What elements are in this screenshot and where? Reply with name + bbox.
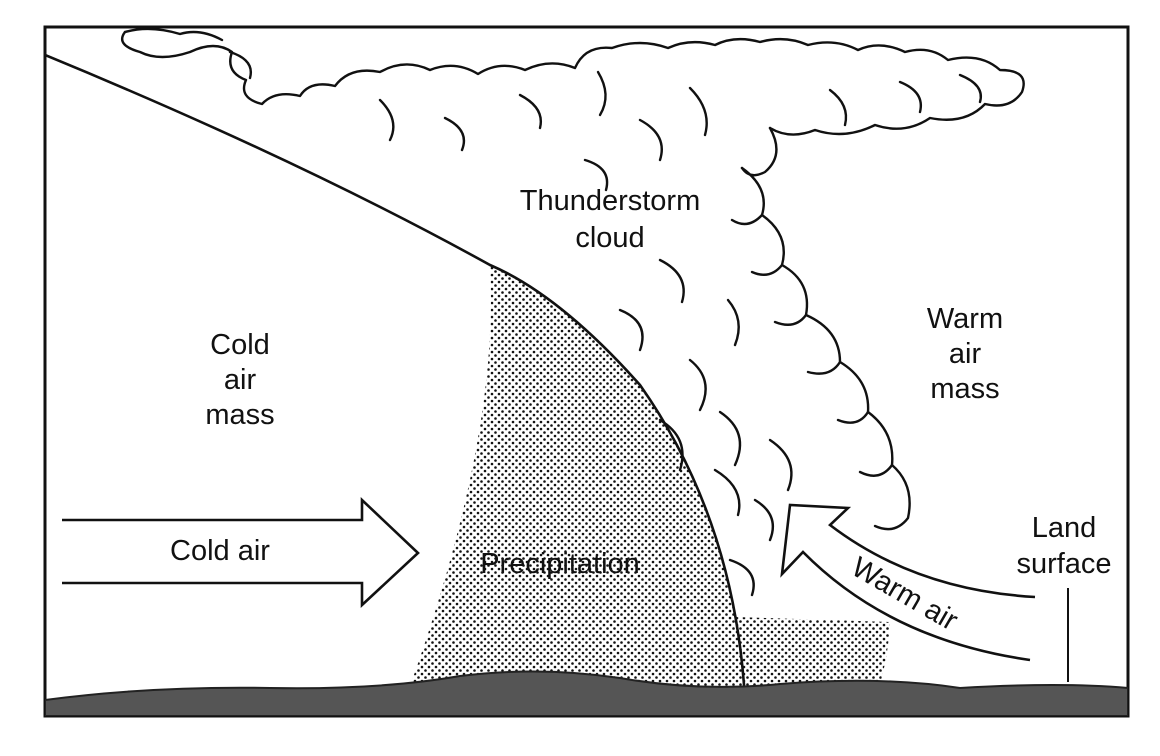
thunderstorm-cloud-label-2: cloud — [575, 222, 644, 254]
land-surface-label-2: surface — [1016, 548, 1111, 580]
warm-air-mass-label-3: mass — [930, 373, 999, 405]
cold-front-boundary — [45, 53, 747, 701]
cold-air-label: Cold air — [170, 535, 270, 567]
thunderstorm-cloud-label: Thunderstorm — [520, 185, 701, 217]
land-surface — [45, 670, 1128, 716]
warm-air-arrow — [780, 503, 1036, 662]
cold-air-mass-label-2: air — [224, 364, 257, 396]
cold-air-mass-label-3: mass — [205, 399, 274, 431]
precipitation-shading — [405, 265, 745, 700]
precipitation-label: Precipitation — [480, 548, 640, 580]
cold-air-mass-label: Cold — [210, 329, 270, 361]
warm-air-mass-label-2: air — [949, 338, 982, 370]
precipitation-shading-right — [735, 617, 890, 700]
land-surface-label: Land — [1032, 512, 1097, 544]
warm-air-mass-label: Warm — [927, 303, 1003, 335]
cold-air-arrow — [62, 496, 420, 608]
